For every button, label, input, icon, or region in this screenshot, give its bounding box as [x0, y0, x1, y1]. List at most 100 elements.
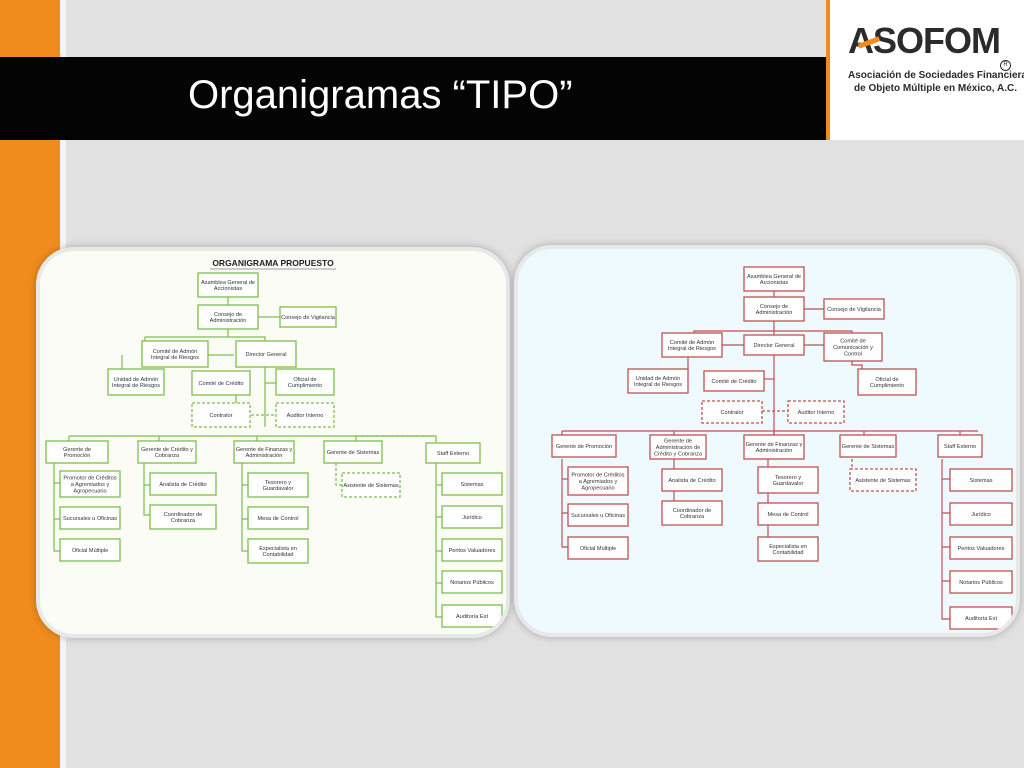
label-oficial: Oficial de — [875, 377, 898, 383]
label-g-admin-credito: Crédito y Cobranza — [654, 451, 703, 457]
label-promotor: a Agremiados y — [71, 482, 110, 488]
label-g-credito: Gerente de Crédito y — [141, 447, 193, 453]
label-contralor: Contralor — [720, 410, 743, 416]
label-comite-credito: Comité de Crédito — [198, 381, 243, 387]
label-asamblea: Asamblea General de — [747, 274, 801, 280]
label-promotor: Agropecuario — [73, 488, 106, 494]
box-analista — [661, 468, 723, 492]
label-consejo-admin: Consejo de — [214, 312, 242, 318]
label-coordinador: Cobranza — [680, 514, 705, 520]
label-g-promocion: Promoción — [64, 453, 91, 459]
box-promotor — [567, 466, 629, 496]
box-especialista — [247, 538, 309, 564]
label-g-credito: Cobranza — [155, 453, 180, 459]
label-coordinador: Coordinador de — [164, 512, 203, 518]
box-g-finanzas — [743, 434, 805, 460]
box-unidad — [107, 368, 165, 396]
label-asamblea: Accionistas — [760, 280, 788, 286]
box-asistente — [849, 468, 917, 492]
label-analista: Analista de Crédito — [159, 482, 206, 488]
label-g-finanzas: Administración — [246, 453, 283, 459]
label-g-promocion: Gerente de Promoción — [556, 444, 612, 450]
label-coordinador: Coordinador de — [673, 508, 712, 514]
label-g-sistemas: Gerente de Sistemas — [327, 450, 380, 456]
box-especialista — [757, 536, 819, 562]
label-juridico: Jurídico — [971, 512, 991, 518]
label-asamblea: Accionistas — [214, 286, 242, 292]
box-auditor — [275, 402, 335, 428]
box-director — [235, 340, 297, 368]
label-comite-comunicacion: Control — [844, 351, 862, 357]
label-consejo-vigilancia: Consejo de Vigilancia — [827, 307, 882, 313]
box-comite-admin — [141, 340, 209, 368]
label-especialista: Especialista en — [259, 546, 297, 552]
box-g-promocion — [45, 440, 109, 464]
box-analista — [149, 472, 217, 496]
connector-line — [53, 463, 62, 552]
box-peritos — [949, 536, 1013, 560]
label-promotor: Promotor de Créditos — [63, 476, 116, 482]
label-unidad: Unidad de Admón — [636, 376, 680, 382]
label-oficial: Cumplimiento — [870, 383, 904, 389]
label-contralor: Contralor — [209, 413, 232, 419]
label-comite-comunicacion: Comunicación y — [833, 345, 873, 351]
title-bar — [0, 57, 828, 140]
label-unidad: Integral de Riesgos — [112, 383, 160, 389]
box-juridico — [949, 502, 1013, 526]
chart-heading: ORGANIGRAMA PROPUESTO — [212, 258, 334, 268]
box-auditoria — [441, 604, 503, 628]
label-consejo-admin: Administración — [756, 310, 793, 316]
label-comite-admin: Comité de Admón — [153, 349, 197, 355]
box-notarios — [441, 570, 503, 594]
logo-tagline-1: Asociación de Sociedades Financieras — [848, 70, 1024, 81]
box-oficial — [275, 368, 335, 396]
box-g-admin-credito — [649, 434, 707, 460]
box-contralor — [701, 400, 763, 424]
label-consejo-admin: Consejo de — [760, 304, 788, 310]
label-sucursales: Sucursales u Oficinas — [571, 513, 625, 519]
box-comite-comunicacion — [823, 332, 883, 362]
box-auditoria — [949, 606, 1013, 630]
label-comite-credito: Comité de Crédito — [711, 379, 756, 385]
connector-line — [435, 463, 444, 618]
label-promotor: Agropecuario — [581, 485, 614, 491]
label-notarios: Notarios Públicos — [450, 580, 494, 586]
box-consejo-admin — [743, 296, 805, 322]
box-consejo-vigilancia — [279, 306, 337, 328]
box-juridico — [441, 505, 503, 529]
label-tesorero: Guardavalor — [263, 486, 294, 492]
box-sistemas — [441, 472, 503, 496]
box-coordinador — [149, 504, 217, 530]
label-unidad: Unidad de Admón — [114, 377, 158, 383]
label-promotor: a Agremiados y — [579, 479, 618, 485]
label-sistemas: Sistemas — [460, 482, 483, 488]
box-staff — [425, 442, 481, 464]
box-staff — [937, 434, 983, 458]
label-especialista: Contabilidad — [772, 550, 803, 556]
label-tesorero: Tesorero y — [265, 480, 291, 486]
label-analista: Analista de Crédito — [668, 478, 715, 484]
box-consejo-admin — [197, 304, 259, 330]
registered-mark: R — [1000, 60, 1011, 71]
box-asamblea — [743, 266, 805, 292]
label-promotor: Promotor de Créditos — [571, 473, 624, 479]
label-comite-admin: Comité de Admón — [670, 340, 714, 346]
label-notarios: Notarios Públicos — [959, 580, 1003, 586]
label-sucursales: Sucursales u Oficinas — [63, 516, 117, 522]
box-oficial-multiple — [59, 538, 121, 562]
box-asamblea — [197, 272, 259, 298]
label-juridico: Jurídico — [462, 515, 482, 521]
connector-line — [561, 459, 570, 548]
label-tesorero: Tesorero y — [775, 475, 801, 481]
label-g-promocion: Gerente de — [63, 447, 91, 453]
slide-title: Organigramas “TIPO” — [188, 73, 573, 117]
box-asistente — [341, 472, 401, 498]
box-mesa — [247, 506, 309, 530]
box-comite-credito — [191, 370, 251, 396]
label-staff: Staff Externo — [437, 451, 469, 457]
box-g-sistemas — [839, 434, 897, 458]
label-staff: Staff Externo — [944, 444, 976, 450]
